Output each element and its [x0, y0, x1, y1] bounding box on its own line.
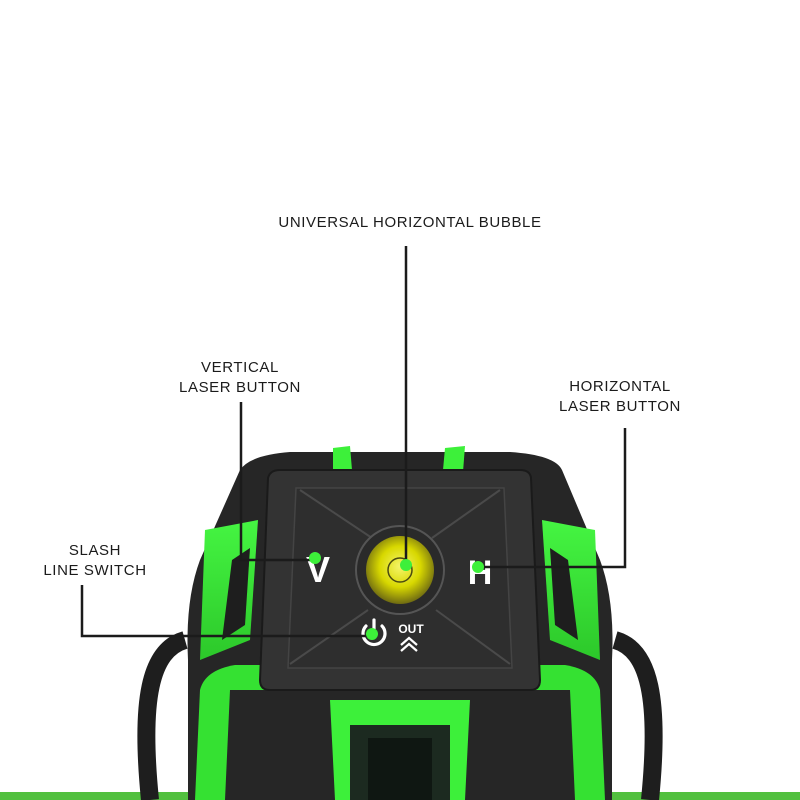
panel-crease-br	[435, 609, 511, 665]
slash-switch-label: SLASH LINE SWITCH	[20, 541, 170, 581]
horizontal-label-line2: LASER BUTTON	[559, 398, 681, 415]
left-cable	[137, 631, 189, 800]
slash-label-line2: LINE SWITCH	[43, 562, 147, 579]
bubble-marker-dot	[400, 559, 412, 571]
vertical-marker-dot	[309, 552, 321, 564]
horizontal-callout-line	[478, 428, 627, 569]
left-rail-window	[222, 548, 250, 640]
vertical-button-label: VERTICAL LASER BUTTON	[160, 358, 320, 398]
universal-bubble-text: UNIVERSAL HORIZONTAL BUBBLE	[278, 214, 542, 231]
chevron-up-icon	[400, 636, 418, 652]
bubble-vial	[366, 536, 434, 604]
horizontal-marker-dot	[472, 561, 484, 573]
universal-bubble-label: UNIVERSAL HORIZONTAL BUBBLE	[250, 213, 570, 233]
panel-crease-tr	[431, 489, 501, 539]
right-top-clip	[443, 446, 465, 472]
out-label: OUT	[398, 622, 424, 636]
slash-label-line1: SLASH	[68, 542, 122, 559]
vertical-callout-line	[239, 402, 315, 562]
right-cable	[611, 631, 663, 800]
slash-marker-dot	[366, 628, 378, 640]
vertical-label-line1: VERTICAL	[201, 359, 279, 376]
panel-crease-tl	[299, 489, 373, 539]
left-top-clip	[333, 446, 352, 472]
laser-window-inner	[368, 738, 432, 800]
h-button-symbol[interactable]: H	[468, 554, 493, 592]
right-rail-window	[550, 548, 578, 640]
horizontal-button-label: HORIZONTAL LASER BUTTON	[540, 377, 700, 417]
vertical-label-line2: LASER BUTTON	[179, 379, 301, 396]
horizontal-label-line1: HORIZONTAL	[569, 378, 671, 395]
bubble-ring	[387, 557, 413, 583]
slash-callout-line	[80, 585, 372, 638]
